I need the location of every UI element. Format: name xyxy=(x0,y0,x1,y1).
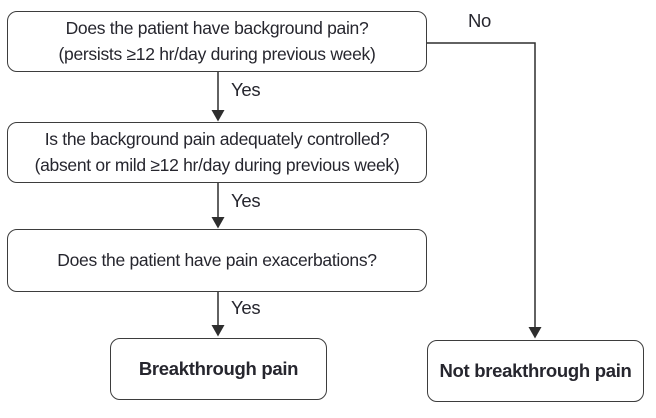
decision-box-pain-exacerbations: Does the patient have pain exacerbations… xyxy=(7,229,427,292)
edge-yes-3-arrowhead xyxy=(211,325,225,337)
decision-pain-controlled-line2: (absent or mild ≥12 hr/day during previo… xyxy=(34,154,400,175)
edge-label-yes-3: Yes xyxy=(231,297,261,318)
decision-background-pain-line2: (persists ≥12 hr/day during previous wee… xyxy=(58,43,376,64)
outcome-box-not-breakthrough-pain: Not breakthrough pain xyxy=(427,340,644,402)
outcome-box-breakthrough-pain: Breakthrough pain xyxy=(110,338,327,400)
decision-pain-controlled-line1: Is the background pain adequately contro… xyxy=(44,129,390,150)
edge-label-yes-1: Yes xyxy=(231,79,261,100)
decision-box-pain-controlled: Is the background pain adequately contro… xyxy=(7,122,427,183)
decision-box-background-pain: Does the patient have background pain? (… xyxy=(7,11,427,72)
edge-no-line xyxy=(427,42,536,328)
edge-no-arrowhead xyxy=(528,327,542,339)
edge-yes-1-arrowhead xyxy=(211,110,225,122)
decision-background-pain-line1: Does the patient have background pain? xyxy=(65,18,369,39)
outcome-breakthrough-pain-label: Breakthrough pain xyxy=(138,357,299,379)
edge-label-no: No xyxy=(468,10,492,31)
edge-label-yes-2: Yes xyxy=(231,190,261,211)
edge-yes-2-arrowhead xyxy=(211,217,225,229)
outcome-not-breakthrough-pain-label: Not breakthrough pain xyxy=(439,359,632,381)
decision-pain-exacerbations-line1: Does the patient have pain exacerbations… xyxy=(57,249,377,270)
